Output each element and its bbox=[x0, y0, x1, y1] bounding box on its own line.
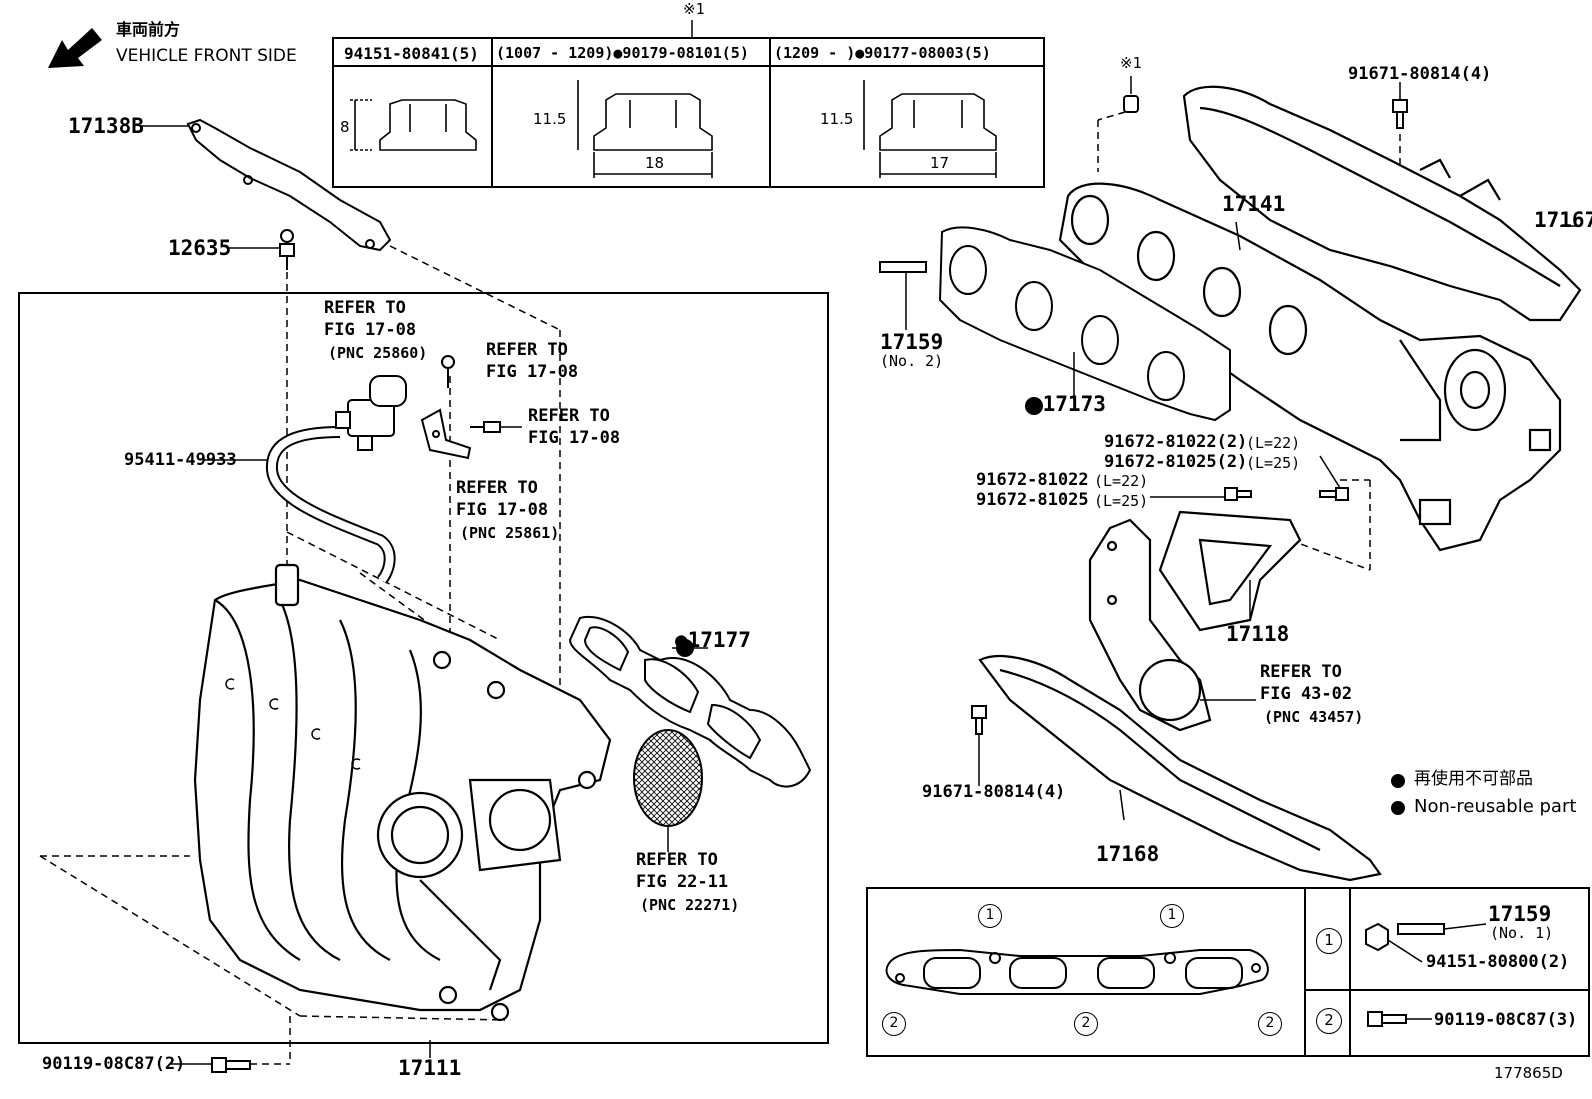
label-95411: 95411-49933 bbox=[124, 450, 237, 470]
wire-bracket-17138b bbox=[186, 118, 392, 252]
label-bolt-b1-len: (L=22) bbox=[1094, 472, 1149, 490]
label-17159-no2: 17159 bbox=[880, 330, 944, 354]
exhaust-gasket-17173 bbox=[938, 226, 1231, 422]
marker-1-a: 1 bbox=[978, 904, 1002, 928]
label-17159-no2-suffix: (No. 2) bbox=[880, 352, 944, 370]
marker-1-row: 1 bbox=[1316, 928, 1342, 954]
mark-note-1: ※1 bbox=[1120, 54, 1142, 72]
orientation-label-en: VEHICLE FRONT SIDE bbox=[116, 46, 297, 66]
label-bolt-b2: 91672-81025 bbox=[976, 490, 1089, 510]
refer-to-line-6c: (PNC 43457) bbox=[1264, 708, 1364, 726]
refer-to-line-6a: REFER TO bbox=[1260, 662, 1342, 682]
label-17177: ●17177 bbox=[675, 628, 751, 652]
nut-part-3: (1209 - )●90177-08003(5) bbox=[774, 44, 991, 62]
marker-2-a: 2 bbox=[882, 1012, 906, 1036]
refer-to-line-4b: FIG 17-08 bbox=[456, 500, 549, 520]
label-17168: 17168 bbox=[1096, 842, 1160, 866]
refer-to-line-2b: FIG 17-08 bbox=[486, 362, 579, 382]
label-17159-no1-suffix: (No. 1) bbox=[1490, 924, 1554, 942]
refer-to-line-4c: (PNC 25861) bbox=[460, 524, 560, 542]
label-17138b: 17138B bbox=[68, 114, 144, 138]
label-17111: 17111 bbox=[398, 1056, 462, 1080]
refer-to-line-1a: REFER TO bbox=[324, 298, 406, 318]
intake-gasket-17177 bbox=[568, 615, 812, 788]
nut-part-2: (1007 - 1209)●90179-08101(5) bbox=[496, 44, 749, 62]
refer-to-line-5a: REFER TO bbox=[636, 850, 718, 870]
heat-insulator-17167 bbox=[1182, 85, 1582, 322]
refer-to-line-4a: REFER TO bbox=[456, 478, 538, 498]
label-12635: 12635 bbox=[168, 236, 232, 260]
marker-1-b: 1 bbox=[1160, 904, 1184, 928]
label-bolt-a2-len: (L=25) bbox=[1246, 454, 1301, 472]
flange-nut-icon bbox=[577, 80, 713, 178]
nut-height-3: 11.5 bbox=[820, 110, 854, 128]
refer-to-line-3b: FIG 17-08 bbox=[528, 428, 621, 448]
label-17141: 17141 bbox=[1222, 192, 1286, 216]
marker-2-row: 2 bbox=[1316, 1008, 1342, 1034]
vsv-solenoid bbox=[335, 375, 407, 451]
gasket-variant-drawing bbox=[885, 948, 1269, 995]
refer-to-line-3a: REFER TO bbox=[528, 406, 610, 426]
label-17159-no1: 17159 bbox=[1488, 902, 1552, 926]
arrow-down-left-icon bbox=[48, 28, 102, 68]
label-90119-left: 90119-08C87(2) bbox=[42, 1054, 186, 1074]
legend-en: Non-reusable part bbox=[1414, 796, 1577, 817]
exhaust-manifold-17141 bbox=[1058, 182, 1562, 552]
diagram-id: 177865D bbox=[1494, 1064, 1563, 1082]
nut-table-ref-mark: ※1 bbox=[683, 0, 705, 18]
nut-height-2: 11.5 bbox=[533, 110, 567, 128]
label-91671-bottom: 91671-80814(4) bbox=[922, 782, 1066, 802]
flange-nut-icon bbox=[863, 80, 997, 178]
label-90119-right: 90119-08C87(3) bbox=[1434, 1010, 1578, 1030]
label-bolt-a1: 91672-81022(2) bbox=[1104, 432, 1248, 452]
label-94151-80800: 94151-80800(2) bbox=[1426, 952, 1570, 972]
nut-part-1: 94151-80841(5) bbox=[344, 44, 479, 63]
refer-to-line-1c: (PNC 25860) bbox=[328, 344, 428, 362]
label-bolt-a1-len: (L=22) bbox=[1246, 434, 1301, 452]
nut-width-2: 18 bbox=[645, 154, 665, 172]
nut-width-3: 17 bbox=[930, 154, 950, 172]
label-17167: 17167 bbox=[1534, 208, 1592, 232]
refer-to-line-5b: FIG 22-11 bbox=[636, 872, 729, 892]
nut-height-1: 8 bbox=[340, 118, 350, 136]
stud-bolt-12635 bbox=[279, 229, 295, 270]
refer-to-line-5c: (PNC 22271) bbox=[640, 896, 740, 914]
marker-2-c: 2 bbox=[1258, 1012, 1282, 1036]
intake-manifold-17111 bbox=[193, 563, 612, 1022]
marker-2-b: 2 bbox=[1074, 1012, 1098, 1036]
orientation-label-jp: 車両前方 bbox=[116, 20, 181, 39]
flange-nut-icon bbox=[350, 99, 477, 151]
label-bolt-b2-len: (L=25) bbox=[1094, 492, 1149, 510]
refer-to-line-2a: REFER TO bbox=[486, 340, 568, 360]
label-bolt-b1: 91672-81022 bbox=[976, 470, 1089, 490]
refer-to-line-6b: FIG 43-02 bbox=[1260, 684, 1353, 704]
label-17173: ●17173 bbox=[1030, 392, 1106, 416]
label-17118: 17118 bbox=[1226, 622, 1290, 646]
heat-insulator-17168 bbox=[978, 655, 1382, 882]
legend-jp: 再使用不可部品 bbox=[1414, 769, 1533, 789]
label-bolt-a2: 91672-81025(2) bbox=[1104, 452, 1248, 472]
label-91671-top: 91671-80814(4) bbox=[1348, 64, 1492, 84]
manifold-stay-17118 bbox=[1088, 510, 1302, 732]
refer-to-line-1b: FIG 17-08 bbox=[324, 320, 417, 340]
